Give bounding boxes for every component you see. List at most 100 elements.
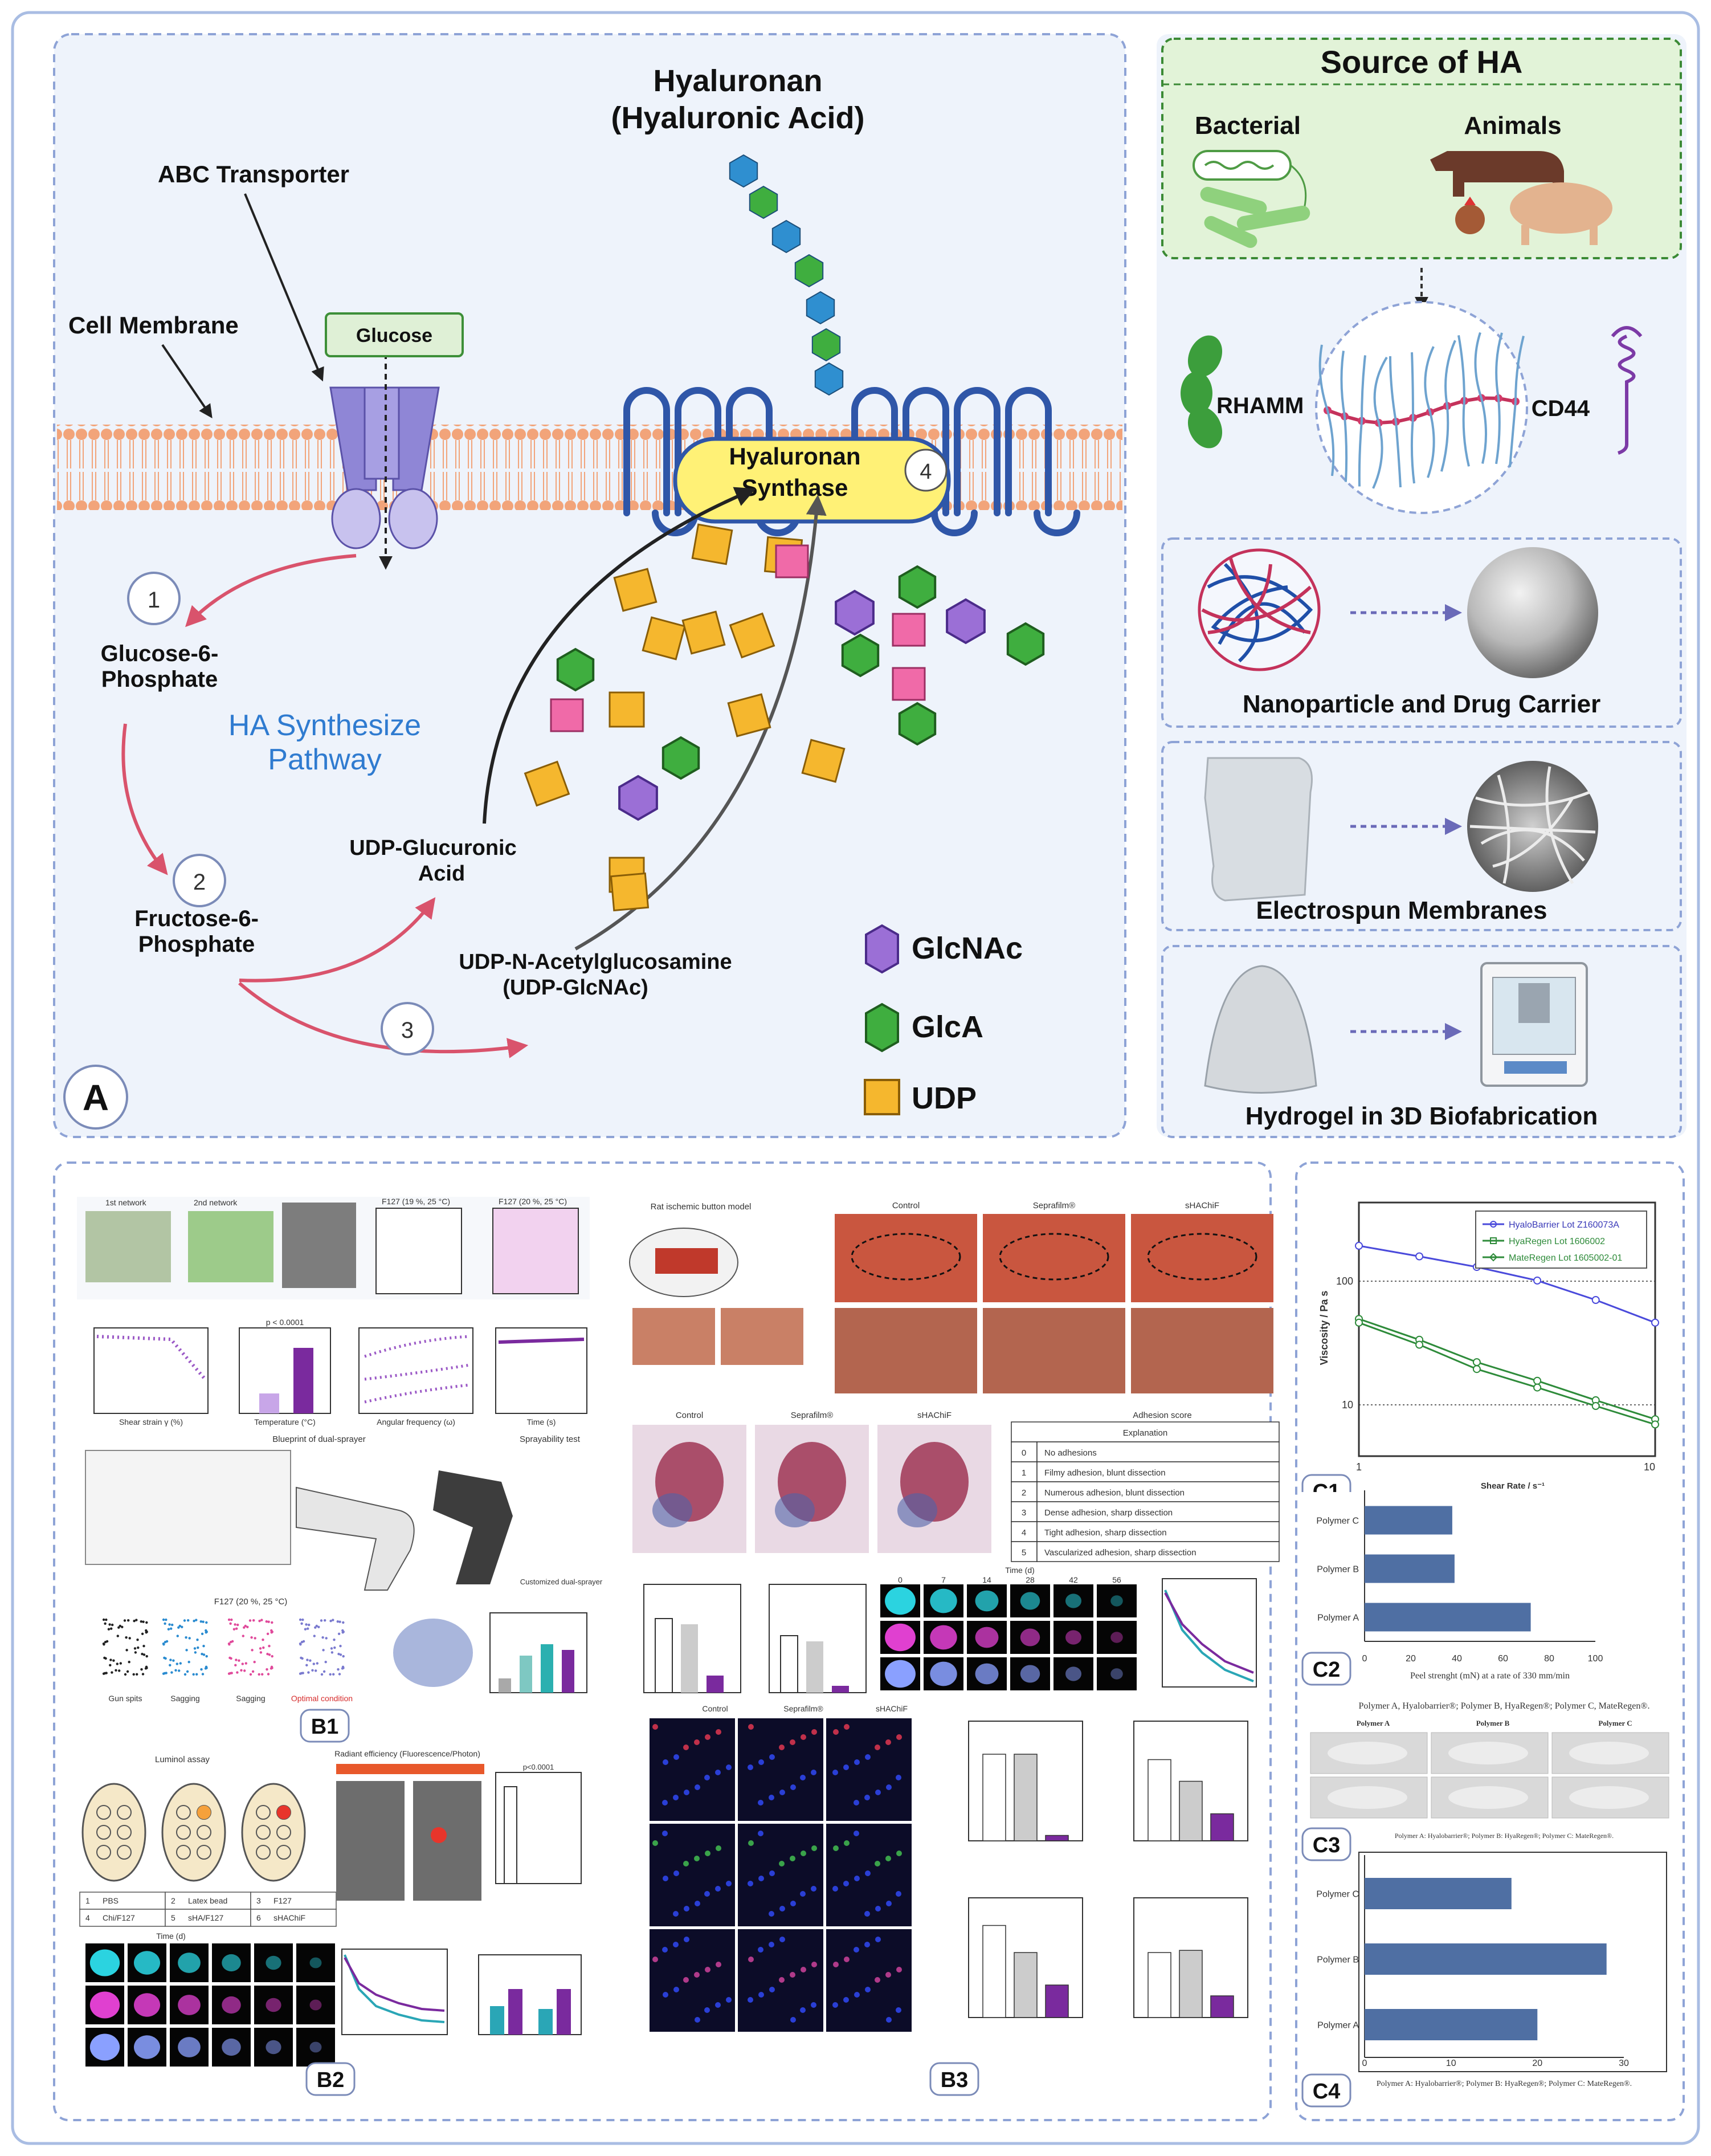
fluorescence-signal	[178, 1995, 201, 2015]
spray-dot	[170, 1627, 173, 1630]
spray-dot	[165, 1618, 168, 1621]
b3-model-title: Rat ischemic button model	[651, 1202, 752, 1212]
spray-dot	[128, 1637, 131, 1640]
fluorescence-signal	[309, 1957, 322, 1968]
spray-dot	[317, 1625, 320, 1628]
if-cell	[854, 1876, 860, 1881]
b1-blueprint-title: Blueprint of dual-sprayer	[272, 1434, 365, 1444]
if-cell	[811, 2002, 816, 2008]
panel-a-badge	[63, 1065, 128, 1130]
spray-dot	[140, 1620, 142, 1623]
spray-dot	[169, 1658, 172, 1661]
c3-polymer-film	[1569, 1742, 1649, 1764]
b3-surgery-photo-1	[632, 1308, 715, 1365]
ha-bristle-down	[1410, 418, 1415, 484]
cytokine-bar	[1148, 1759, 1171, 1841]
fluorescence-signal	[1020, 1628, 1040, 1646]
spray-dot	[243, 1626, 246, 1629]
if-cell	[832, 1770, 838, 1775]
b1-sprayer-drawing	[296, 1486, 415, 1591]
b1-frequency-plot	[358, 1327, 473, 1414]
spray-dot	[261, 1673, 264, 1676]
if-cell	[779, 1977, 785, 1983]
spray-dot	[175, 1662, 178, 1665]
b1-network-1-icon	[85, 1211, 171, 1282]
b1-f127-19-title: F127 (19 %, 25 °C)	[382, 1197, 450, 1206]
spray-dot	[140, 1668, 143, 1671]
if-cell	[864, 1942, 870, 1947]
fluorescence-tile	[1097, 1621, 1137, 1654]
animals-icon	[1430, 151, 1612, 245]
if-cell	[652, 1957, 658, 1962]
if-cell	[854, 1992, 860, 1998]
implant-site-icon	[96, 1825, 111, 1840]
if-cell	[684, 1937, 689, 1942]
spray-dot	[111, 1671, 113, 1674]
c1-legend-marker-1	[1490, 1221, 1497, 1228]
spray-dot	[193, 1620, 195, 1623]
b1-spray-label-4: Optimal condition	[291, 1694, 353, 1703]
glca-monomer	[841, 633, 880, 678]
panel-b: 1st network 2nd network F127 (19 %, 25 °…	[53, 1161, 1280, 2121]
bar	[1365, 1506, 1452, 1535]
if-cell	[663, 1876, 668, 1881]
spray-dot	[194, 1651, 197, 1654]
if-cell	[769, 1795, 774, 1800]
spray-dot	[238, 1659, 240, 1662]
fluorescence-signal	[930, 1588, 957, 1613]
score-text-cell	[1036, 1441, 1280, 1462]
if-cell	[854, 1759, 860, 1765]
c3-header-b: Polymer B	[1476, 1719, 1510, 1727]
implant-site-icon	[176, 1805, 191, 1820]
b2-time-title: Time (d)	[156, 1931, 186, 1941]
fluorescence-signal	[266, 1955, 281, 1970]
b1-customized-sprayer: Customized dual-sprayer	[520, 1578, 603, 1586]
spray-dot	[266, 1632, 269, 1635]
fluorescence-signal	[1065, 1666, 1081, 1681]
udp-glucuronic-line1: UDP-Glucuronic	[349, 836, 516, 860]
b1-frequency-axis: Angular frequency (ω)	[377, 1417, 455, 1427]
ha-chain-unit	[749, 185, 778, 219]
if-cell	[683, 1861, 689, 1866]
fluorescence-signal	[1110, 1595, 1123, 1607]
b3-as-bar-control	[780, 1635, 798, 1693]
table-cell-number: 3	[256, 1896, 261, 1905]
mouse-body-icon	[161, 1783, 226, 1882]
f6p-label-line1: Fructose-6-	[134, 906, 259, 931]
application-nanoparticle: Nanoparticle and Drug Carrier	[1243, 690, 1600, 718]
hydrogel-dome-icon	[1204, 965, 1317, 1094]
if-cell	[673, 1795, 679, 1800]
b1-time-axis: Time (s)	[527, 1417, 556, 1427]
b3-surgery-photo-day7	[835, 1308, 977, 1393]
bar	[1365, 1878, 1512, 1909]
spray-dot	[109, 1664, 112, 1666]
c1-y-label: Viscosity / Pa s	[1318, 1291, 1330, 1366]
if-cell	[758, 1992, 764, 1998]
b3-histology-stain	[775, 1493, 815, 1527]
spray-dot	[195, 1673, 198, 1676]
if-cell	[683, 1745, 689, 1750]
b2-ivis-image-1	[336, 1781, 405, 1901]
spray-dot	[248, 1619, 252, 1622]
spray-dot	[305, 1623, 308, 1626]
spray-dot	[125, 1649, 128, 1652]
spray-dot	[342, 1631, 345, 1633]
spray-dot	[342, 1655, 345, 1658]
score-number-cell	[1011, 1481, 1038, 1502]
udp-monomer	[642, 616, 686, 661]
if-cell	[673, 1754, 679, 1760]
spray-dot	[271, 1655, 273, 1658]
spray-dot	[268, 1645, 271, 1648]
spray-dot	[162, 1618, 165, 1621]
if-cell	[864, 1911, 870, 1917]
spray-dot	[240, 1669, 243, 1672]
spray-dot	[133, 1620, 136, 1623]
if-cell	[779, 1745, 785, 1750]
spray-dot	[313, 1635, 316, 1637]
if-cell	[673, 1987, 679, 1992]
score-number: 5	[1022, 1548, 1026, 1558]
score-explanation: Tight adhesion, sharp dissection	[1044, 1528, 1167, 1538]
